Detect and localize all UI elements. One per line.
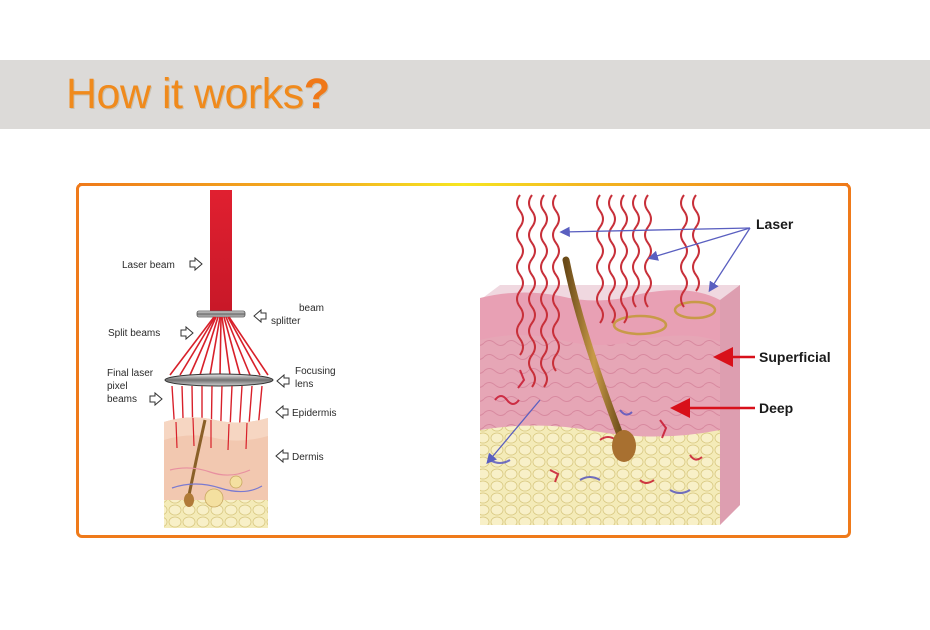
- title-band: [0, 60, 930, 129]
- slide-title: How it works?: [66, 66, 330, 122]
- hair-bulb: [612, 430, 636, 462]
- label-beam-splitter-line2: splitter: [271, 316, 301, 327]
- pointer-split-beams: [180, 325, 194, 341]
- label-final-pixel-line3: beams: [107, 394, 137, 405]
- laser-pointer-lines: [486, 226, 751, 464]
- focusing-lens: [164, 373, 274, 387]
- ablation-column-2: [673, 300, 717, 320]
- pointer-focusing-lens: [276, 373, 290, 389]
- label-final-pixel-line1: Final laser: [107, 368, 154, 379]
- title-question-mark: ?: [303, 70, 330, 118]
- pointer-laser-beam: [189, 256, 203, 272]
- label-focusing-lens-line1: Focusing: [295, 366, 336, 377]
- epidermis-layer: [480, 290, 720, 347]
- skin-block-small: [164, 417, 268, 528]
- pointer-final-beams: [149, 391, 163, 407]
- fractional-laser-diagram: Laser beam beam splitter Split beams Fin…: [107, 190, 336, 528]
- split-beams: [169, 316, 269, 376]
- label-pointers: [149, 256, 290, 464]
- depth-arrows: [670, 347, 755, 418]
- label-dermis: Dermis: [292, 452, 324, 463]
- label-focusing-lens-line2: lens: [295, 379, 313, 390]
- pointer-epidermis: [275, 404, 289, 420]
- beam-splitter: [196, 310, 246, 318]
- fat-layer: [480, 425, 720, 525]
- label-beam-splitter-line1: beam: [299, 303, 324, 314]
- hair-shaft: [562, 256, 626, 444]
- block-side-face: [720, 285, 740, 525]
- skin-cross-section-diagram: Laser Superficial Deep: [480, 194, 831, 525]
- main-laser-beam: [210, 190, 232, 312]
- pointer-beam-splitter: [253, 308, 267, 324]
- title-text: How it works: [66, 70, 304, 118]
- label-final-pixel-line2: pixel: [107, 381, 128, 392]
- label-laser: Laser: [756, 216, 794, 232]
- label-laser-beam: Laser beam: [122, 260, 175, 271]
- pointer-dermis: [275, 448, 289, 464]
- label-superficial: Superficial: [759, 349, 831, 365]
- label-deep: Deep: [759, 400, 793, 416]
- label-epidermis: Epidermis: [292, 408, 336, 419]
- ablation-column-1: [612, 314, 668, 336]
- label-split-beams: Split beams: [108, 328, 160, 339]
